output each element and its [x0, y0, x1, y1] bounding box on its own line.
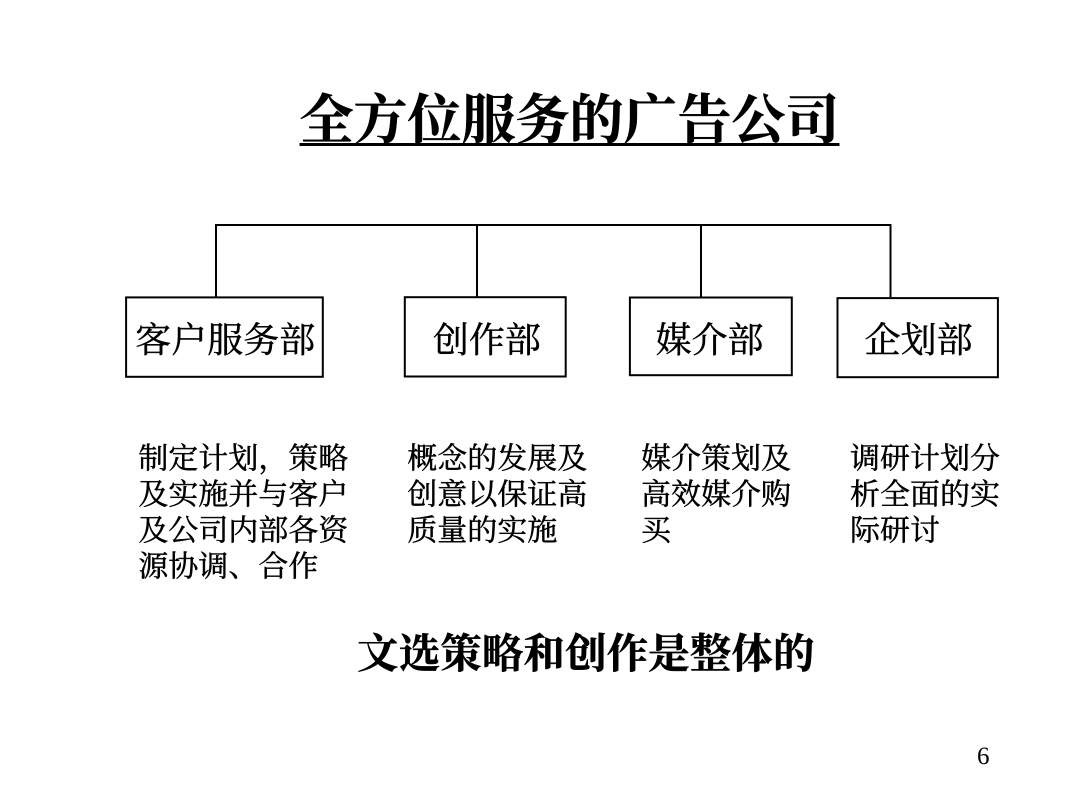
svg-text:6: 6 [977, 743, 990, 770]
